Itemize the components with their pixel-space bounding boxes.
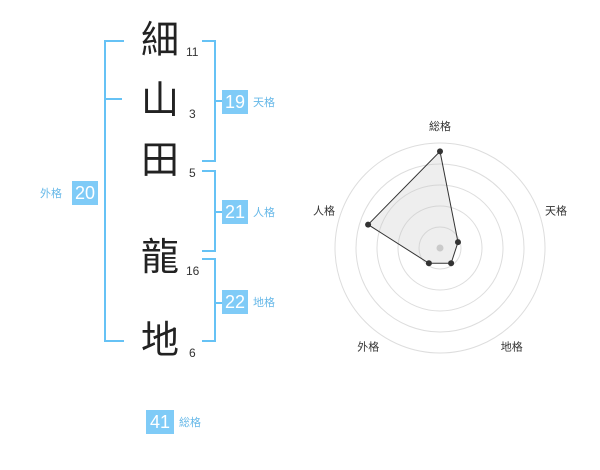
stroke-count-5: 6 [189, 346, 196, 360]
radar-series-polygon [367, 150, 459, 264]
soukaku-value: 41 [146, 410, 174, 434]
gaikaku-bracket-tick [104, 98, 122, 100]
stroke-count-4: 16 [186, 264, 200, 278]
name-char-2: 山 [140, 78, 179, 122]
name-char-1: 細 [140, 18, 179, 62]
radar-ring-1 [418, 226, 462, 270]
stroke-count-1: 11 [186, 45, 199, 59]
chikaku-bracket [202, 258, 216, 342]
chikaku-bracket-tick [214, 302, 222, 304]
radar-point-3 [448, 260, 455, 267]
tenkaku-value: 19 [222, 90, 248, 114]
jinkaku-bracket-tick [214, 211, 222, 213]
radar-point-2 [454, 239, 461, 246]
gaikaku-bracket [104, 40, 124, 342]
radar-axis-label-1: 総格 [429, 119, 451, 133]
gaikaku-label: 外格 [40, 187, 62, 200]
radar-point-5 [365, 221, 372, 228]
name-char-5: 地 [140, 318, 179, 362]
radar-ring-5 [334, 142, 546, 354]
radar-center-dot [436, 244, 444, 252]
radar-axis-label-3: 地格 [501, 340, 523, 354]
stroke-count-3: 5 [189, 166, 196, 180]
stroke-count-2: 3 [189, 107, 196, 121]
jinkaku-value: 21 [222, 200, 248, 224]
tenkaku-label: 天格 [253, 96, 275, 109]
radar-point-1 [437, 148, 443, 155]
radar-point-4 [425, 260, 432, 267]
radar-ring-3 [376, 184, 504, 312]
chikaku-value: 22 [222, 290, 248, 314]
radar-axis-label-4: 外格 [357, 340, 379, 354]
name-char-4: 龍 [140, 235, 179, 279]
radar-ring-2 [397, 205, 483, 291]
soukaku-label: 総格 [179, 416, 201, 429]
radar-axis-label-5: 人格 [313, 203, 335, 217]
gaikaku-value: 20 [72, 181, 98, 205]
tenkaku-bracket-tick [214, 100, 222, 102]
name-char-3: 田 [140, 138, 179, 182]
chikaku-label: 地格 [253, 296, 275, 309]
radar-ring-4 [355, 163, 525, 333]
jinkaku-label: 人格 [253, 206, 275, 219]
radar-axis-label-2: 天格 [545, 203, 567, 217]
